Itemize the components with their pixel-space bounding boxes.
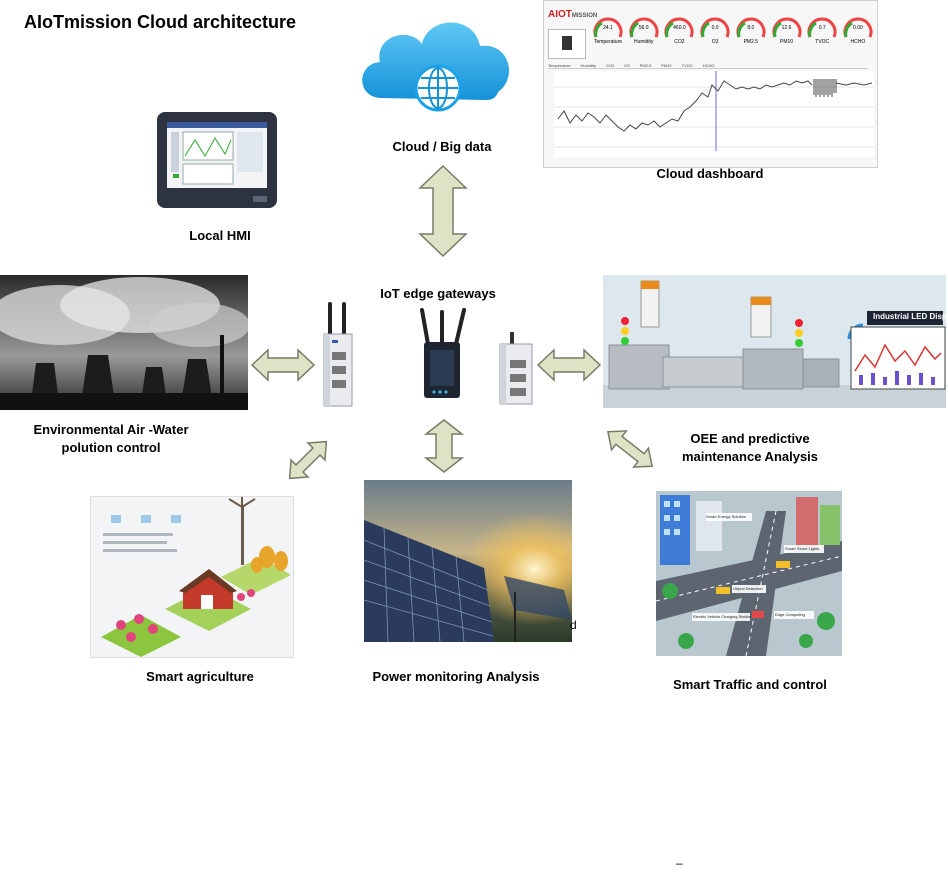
factory-display-label: Industrial LED Display (873, 312, 946, 321)
smart-agriculture-image (90, 496, 294, 658)
gateway-device-left (318, 300, 358, 408)
gateway-device-right (496, 330, 536, 406)
oee-label-line1: OEE and predictive (690, 431, 810, 446)
environmental-label-line2: polution control (61, 440, 161, 455)
double-arrow-gateway-traffic (600, 424, 660, 474)
traffic-tag: Smart Street Lights (785, 546, 820, 551)
gauge: 0.0 O3 (699, 15, 731, 55)
double-arrow-cloud-gateway (418, 164, 468, 258)
gauge: 12.6 PM10 (771, 15, 803, 55)
gauge: 24.1 Temperature (592, 15, 624, 55)
gateway-device-center (416, 308, 468, 400)
diagram-title: AIoTmission Cloud architecture (24, 12, 297, 32)
device-thumbnail-icon (548, 29, 586, 59)
gauge: 460.0 CO2 (663, 15, 695, 55)
local-hmi-label: Local HMI (189, 228, 251, 243)
gauge: 8.0 PM2.5 (735, 15, 767, 55)
power-label: Power monitoring Analysis (372, 669, 540, 684)
environmental-pollution-photo (0, 275, 248, 410)
footer-mark: – (676, 856, 683, 870)
environmental-label-line1: Environmental Air -Water (33, 422, 189, 437)
smart-traffic-image: Smart Energy Solution Smart Street Light… (656, 491, 842, 656)
double-arrow-gateway-agriculture (280, 432, 336, 488)
traffic-tag: Object Detection (733, 586, 763, 591)
cloud-label: Cloud / Big data (392, 139, 492, 154)
oee-label: OEE and predictive maintenance Analysis (650, 430, 850, 466)
gauge: 0.7 TVOC (806, 15, 838, 55)
dashboard-trend-chart (554, 71, 874, 157)
cloud-dashboard-label: Cloud dashboard (656, 166, 764, 181)
traffic-tag: Edge Computing (775, 612, 805, 617)
traffic-tag: Smart Energy Solution (706, 514, 747, 519)
oee-label-line2: maintenance Analysis (681, 449, 819, 464)
solar-power-photo (364, 480, 572, 642)
dashboard-brand: AIOT (548, 9, 572, 20)
double-arrow-environment-gateway (250, 348, 316, 382)
double-arrow-gateway-factory (536, 348, 602, 382)
cloud-dashboard-screenshot: AIOTMISSION 24.1 Temperature 56.0 Humidi… (543, 0, 878, 168)
agriculture-label: Smart agriculture (146, 669, 254, 684)
gateways-label: IoT edge gateways (380, 286, 496, 301)
gauge-row: 24.1 Temperature 56.0 Humidity 460.0 CO2… (592, 15, 874, 55)
traffic-tag: Electric Vehicle Charging Station (693, 614, 752, 619)
environmental-label: Environmental Air -Water polution contro… (0, 421, 222, 457)
cloud-icon (352, 6, 522, 118)
gauge: 56.0 Humidity (628, 15, 660, 55)
factory-oee-image: Industrial LED Display (603, 275, 946, 408)
gauge: 0.00 HCHO (842, 15, 874, 55)
local-hmi-device (155, 110, 279, 210)
double-arrow-gateway-power (424, 418, 464, 474)
traffic-label: Smart Traffic and control (673, 677, 827, 692)
stray-character: d (570, 618, 577, 632)
dashboard-brand-sub: MISSION (571, 13, 598, 19)
